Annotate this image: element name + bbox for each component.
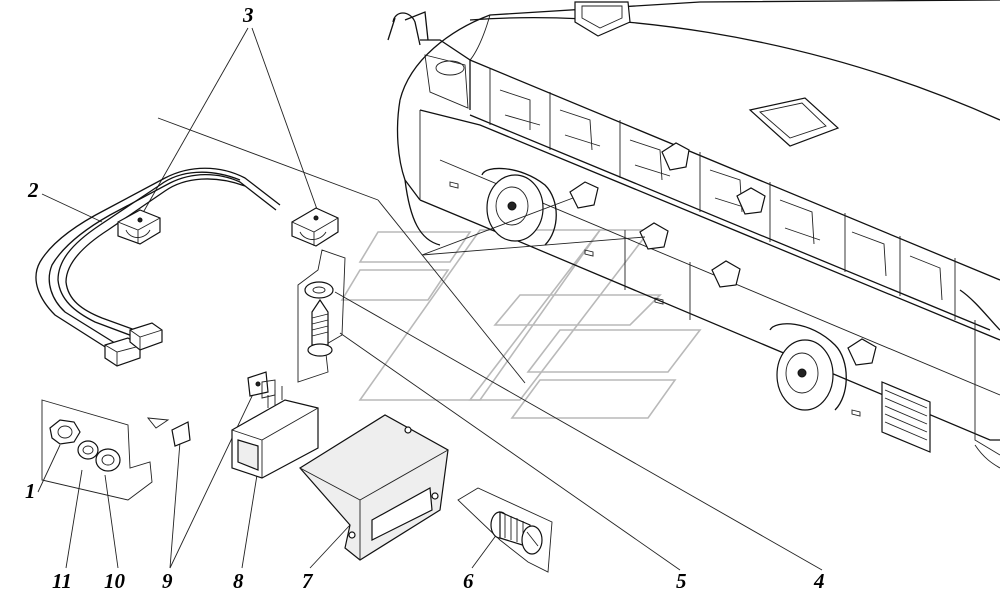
callout-11: 11 (52, 569, 72, 593)
fastening-bolt (457, 487, 553, 573)
callout-2: 2 (27, 178, 39, 202)
side-marker-lamp (231, 379, 319, 479)
nut-washer-group (41, 399, 153, 501)
callout-7: 7 (302, 569, 314, 593)
callout-1: 1 (25, 479, 36, 503)
callout-5: 5 (676, 569, 687, 593)
side-marker-lamp-on-bus (569, 142, 877, 366)
watermark-logo (340, 229, 702, 419)
leader-lines (37, 27, 823, 571)
harness-clip (117, 207, 339, 247)
bus-illustration (387, 0, 1000, 469)
callout-9: 9 (162, 569, 173, 593)
callout-8: 8 (233, 569, 244, 593)
callout-3: 3 (242, 3, 254, 27)
callout-10: 10 (104, 569, 126, 593)
callout-labels: 3 2 1 11 10 9 8 7 6 5 4 (25, 3, 825, 593)
callout-4: 4 (813, 569, 825, 593)
mounting-bracket (299, 414, 449, 561)
callout-6: 6 (463, 569, 474, 593)
spring-clip (146, 371, 269, 447)
screw-and-washer-group (297, 249, 346, 383)
wiring-harness (35, 167, 281, 367)
